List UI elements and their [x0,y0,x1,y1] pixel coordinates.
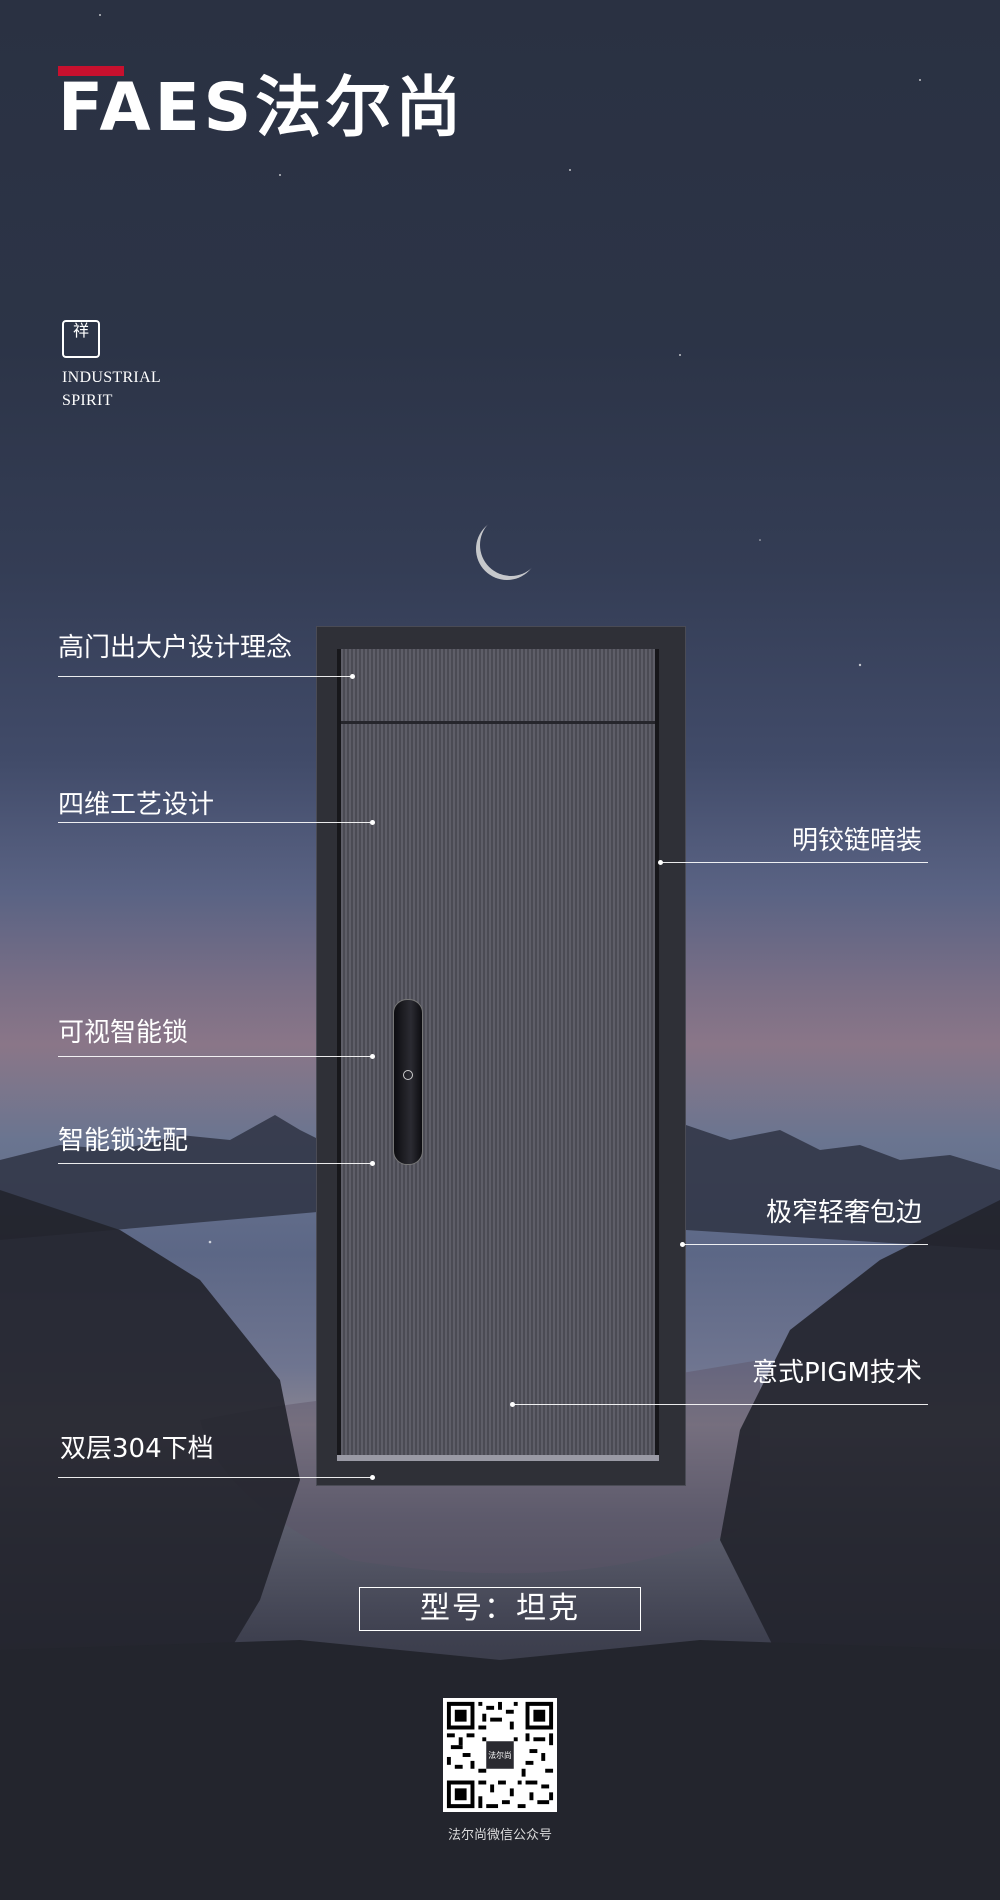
wechat-qr-code: 法尔尚 [443,1698,557,1812]
callout-label-4d-craft: 四维工艺设计 [58,790,215,820]
callout-label-pigm: 意式PIGM技术 [752,1358,922,1388]
logo-wordmark: FAES法尔尚 [58,54,465,150]
industrial-spirit-text: INDUSTRIAL SPIRIT [62,366,161,412]
logo-chinese: 法尔尚 [255,69,466,146]
callout-dot [370,820,375,825]
door-product-image [316,626,686,1486]
door-sill [337,1455,659,1461]
callout-label-hidden-hinge: 明铰链暗装 [792,826,923,856]
callout-line [58,1056,372,1057]
qr-caption: 法尔尚微信公众号 [447,1828,552,1843]
callout-label-double-304: 双层304下档 [60,1434,214,1464]
fingerprint-sensor-icon [403,1070,413,1080]
door-panel [337,649,659,1457]
callout-line [660,862,928,863]
spirit-line-1: INDUSTRIAL [62,369,161,386]
logo-accent-bar [58,66,124,76]
seal-stamp-icon: 祥 [62,320,100,358]
callout-label-visual-lock: 可视智能锁 [58,1018,189,1048]
callout-label-lock-option: 智能锁选配 [58,1126,189,1156]
callout-label-narrow-edge: 极窄轻奢包边 [766,1198,923,1228]
smart-lock-handle [393,999,423,1165]
logo-latin: FAES [58,69,256,146]
callout-dot [370,1054,375,1059]
spirit-line-2: SPIRIT [62,392,113,409]
callout-dot [350,674,355,679]
callout-line [58,822,372,823]
callout-line [58,1163,372,1164]
callout-label-high-door: 高门出大户设计理念 [58,633,293,663]
model-text: 型号：坦克 [420,1591,580,1626]
brand-logo: FAES法尔尚 [58,62,578,146]
crescent-moon-icon [480,514,542,576]
callout-dot [658,860,663,865]
callout-line [682,1244,928,1245]
callout-dot [370,1161,375,1166]
callout-line [58,676,353,677]
seal-text: 祥 [72,321,89,340]
callout-dot [370,1475,375,1480]
model-number-box: 型号：坦克 [359,1587,641,1631]
callout-dot [510,1402,515,1407]
door-transom-line [341,721,655,724]
callout-line [58,1477,372,1478]
callout-dot [680,1242,685,1247]
callout-line [512,1404,928,1405]
qr-center-logo: 法尔尚 [488,1750,512,1760]
